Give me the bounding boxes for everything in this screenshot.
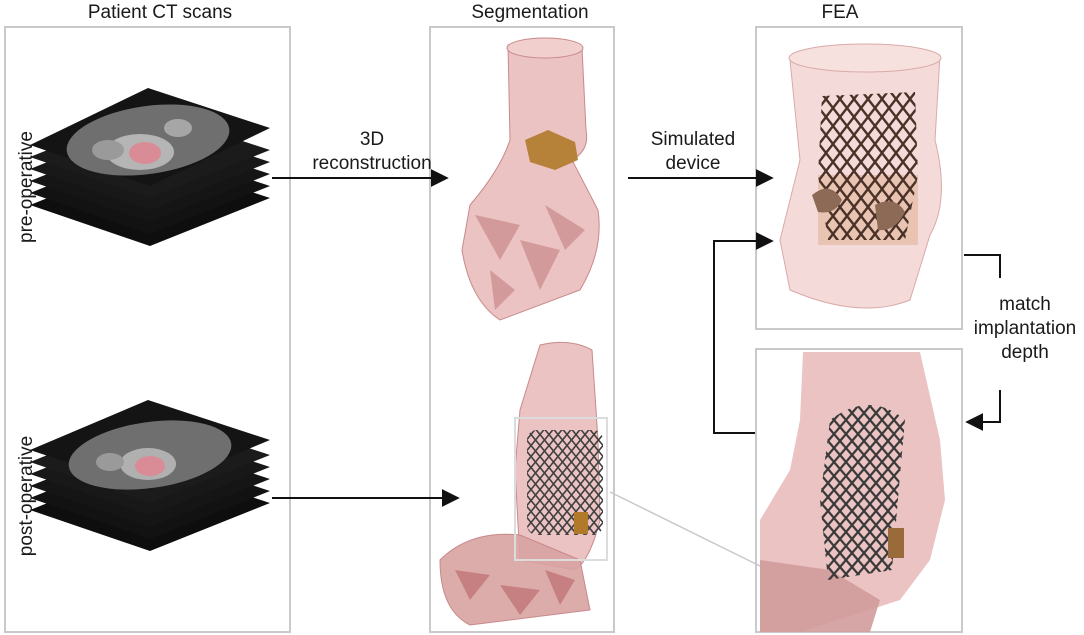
fea-preop-model	[779, 43, 942, 309]
label-sim-line2: device	[665, 153, 721, 174]
postop-ct-stack	[30, 400, 270, 551]
bracket-bottom	[965, 390, 1001, 431]
zoom-region-box	[514, 417, 608, 561]
bracket-top	[964, 254, 1001, 278]
label-match-line1: match	[999, 294, 1051, 315]
label-recon-line1: 3D	[359, 129, 385, 150]
arrow-feedback	[713, 232, 774, 434]
header-segmentation: Segmentation	[471, 2, 589, 23]
preop-ct-stack	[30, 88, 270, 246]
label-match-line3: depth	[1001, 342, 1049, 363]
label-recon-line2: reconstruction	[312, 153, 432, 174]
arrows	[272, 169, 1001, 567]
header-fea: FEA	[821, 2, 859, 23]
label-sim-line1: Simulated	[650, 129, 736, 150]
label-post-operative: post-operative	[16, 435, 37, 557]
segmentation-preop-model	[461, 37, 600, 321]
fea-postop-zoom	[760, 352, 945, 632]
header-patient-ct-scans: Patient CT scans	[87, 2, 233, 23]
label-match-line2: implantation	[973, 318, 1077, 339]
label-match-implantation-depth: match implantation depth	[968, 293, 1082, 365]
label-pre-operative: pre-operative	[16, 131, 37, 243]
label-simulated-device: Simulated device	[635, 128, 751, 176]
label-3d-reconstruction: 3D reconstruction	[302, 128, 442, 176]
segmentation-postop-model	[439, 341, 608, 626]
zoom-connector	[609, 491, 761, 567]
